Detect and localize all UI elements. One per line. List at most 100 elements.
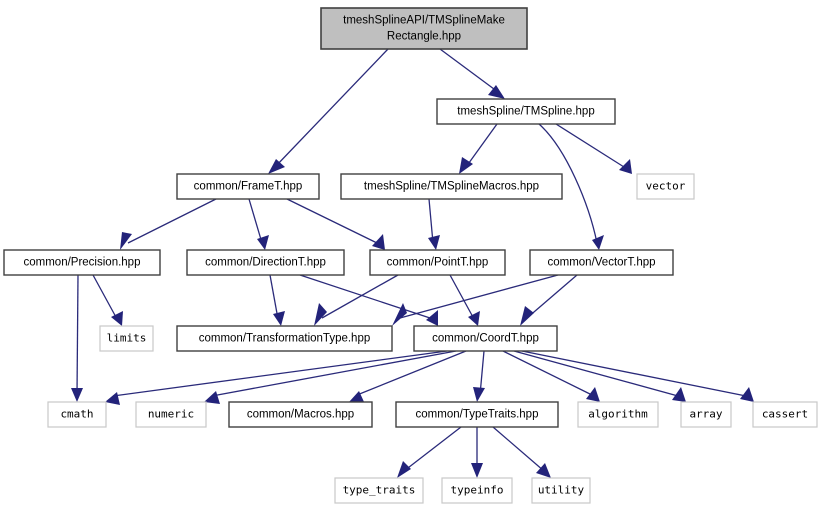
node-array[interactable]: array — [680, 401, 732, 428]
node-box-macros_t[interactable] — [340, 173, 563, 200]
node-vectort[interactable]: common/VectorT.hpp — [529, 249, 674, 276]
node-box-framet[interactable] — [176, 173, 320, 200]
node-box-limits[interactable] — [99, 325, 154, 352]
edge-root-to-tmspline — [439, 48, 505, 99]
node-box-vectort[interactable] — [529, 249, 674, 276]
arrowhead-icon — [471, 463, 483, 478]
edge-framet-to-directiont — [248, 198, 269, 250]
node-box-numeric[interactable] — [135, 401, 207, 428]
edge-root-to-framet — [268, 48, 389, 174]
arrowhead-icon — [459, 157, 473, 174]
arrowhead-icon — [473, 387, 485, 402]
arrowhead-icon — [520, 306, 534, 326]
node-algorithm[interactable]: algorithm — [577, 401, 659, 428]
edge-pointt-to-transftype — [314, 274, 399, 326]
node-directiont[interactable]: common/DirectionT.hpp — [186, 249, 345, 276]
arrowhead-icon — [592, 235, 604, 250]
edge-coordt-to-typetraits — [473, 350, 485, 402]
node-coordt[interactable]: common/CoordT.hpp — [413, 325, 558, 352]
node-box-directiont[interactable] — [186, 249, 345, 276]
node-box-cmath[interactable] — [47, 401, 107, 428]
node-limits[interactable]: limits — [99, 325, 154, 352]
edge-precision-to-limits — [92, 274, 123, 326]
edge-typetraits-to-typeinfo — [471, 427, 483, 478]
node-box-transftype[interactable] — [176, 325, 393, 352]
arrowhead-icon — [105, 392, 120, 405]
arrowhead-icon — [428, 235, 440, 250]
arrowhead-icon — [536, 463, 551, 478]
edge-framet-to-precision — [120, 198, 217, 250]
edge-directiont-to-coordt — [299, 274, 438, 326]
arrowhead-icon — [111, 311, 123, 326]
edge-layer — [71, 48, 754, 478]
edge-pointt-to-coordt — [449, 274, 480, 326]
edge-typetraits-to-type_traits — [397, 426, 462, 478]
node-macros[interactable]: common/Macros.hpp — [228, 401, 373, 428]
node-utility[interactable]: utility — [531, 477, 591, 504]
node-box-macros[interactable] — [228, 401, 373, 428]
node-pointt[interactable]: common/PointT.hpp — [369, 249, 506, 276]
node-box-type_traits[interactable] — [334, 477, 424, 504]
arrowhead-icon — [314, 303, 327, 326]
edge-framet-to-pointt — [286, 198, 385, 250]
arrowhead-icon — [672, 387, 686, 402]
arrowhead-icon — [349, 391, 365, 404]
node-precision[interactable]: common/Precision.hpp — [3, 249, 161, 276]
arrowhead-icon — [372, 234, 385, 250]
node-vector[interactable]: vector — [636, 173, 695, 200]
node-box-root[interactable] — [320, 7, 528, 50]
arrowhead-icon — [619, 159, 632, 174]
arrowhead-icon — [204, 391, 220, 404]
node-box-coordt[interactable] — [413, 325, 558, 352]
edge-vectort-to-coordt — [520, 274, 578, 326]
edge-directiont-to-transftype — [269, 274, 285, 326]
node-box-array[interactable] — [680, 401, 732, 428]
edge-coordt-to-array — [513, 350, 686, 402]
edge-coordt-to-algorithm — [502, 350, 600, 402]
arrowhead-icon — [273, 311, 285, 326]
edge-tmspline-to-vectort — [538, 123, 604, 250]
node-box-typetraits[interactable] — [395, 401, 559, 428]
node-cmath[interactable]: cmath — [47, 401, 107, 428]
edge-coordt-to-macros — [349, 350, 467, 404]
node-numeric[interactable]: numeric — [135, 401, 207, 428]
arrowhead-icon — [257, 235, 269, 250]
arrowhead-icon — [268, 159, 285, 174]
node-box-cassert[interactable] — [752, 401, 818, 428]
node-framet[interactable]: common/FrameT.hpp — [176, 173, 320, 200]
edge-tmspline-to-macros_t — [459, 123, 498, 174]
node-box-tmspline[interactable] — [436, 98, 616, 125]
node-typeinfo[interactable]: typeinfo — [441, 477, 513, 504]
arrowhead-icon — [426, 310, 438, 326]
edge-coordt-to-cassert — [521, 350, 754, 402]
node-box-pointt[interactable] — [369, 249, 506, 276]
edge-vectort-to-transftype — [392, 274, 559, 326]
node-box-precision[interactable] — [3, 249, 161, 276]
arrowhead-icon — [392, 303, 407, 326]
arrowhead-icon — [120, 232, 132, 250]
node-box-algorithm[interactable] — [577, 401, 659, 428]
node-cassert[interactable]: cassert — [752, 401, 818, 428]
edge-precision-to-cmath — [71, 274, 83, 402]
node-box-vector[interactable] — [636, 173, 695, 200]
arrowhead-icon — [586, 387, 600, 402]
arrowhead-icon — [740, 387, 754, 402]
arrowhead-icon — [71, 388, 83, 402]
edge-macros_t-to-pointt — [428, 198, 440, 250]
node-typetraits[interactable]: common/TypeTraits.hpp — [395, 401, 559, 428]
node-tmspline[interactable]: tmeshSpline/TMSpline.hpp — [436, 98, 616, 125]
node-type_traits[interactable]: type_traits — [334, 477, 424, 504]
edge-coordt-to-numeric — [204, 350, 457, 404]
node-transftype[interactable]: common/TransformationType.hpp — [176, 325, 393, 352]
arrowhead-icon — [468, 311, 480, 326]
edge-tmspline-to-vector — [555, 123, 632, 174]
arrowhead-icon — [488, 85, 505, 99]
arrowhead-icon — [397, 461, 411, 478]
node-box-typeinfo[interactable] — [441, 477, 513, 504]
node-box-utility[interactable] — [531, 477, 591, 504]
node-macros_t[interactable]: tmeshSpline/TMSplineMacros.hpp — [340, 173, 563, 200]
